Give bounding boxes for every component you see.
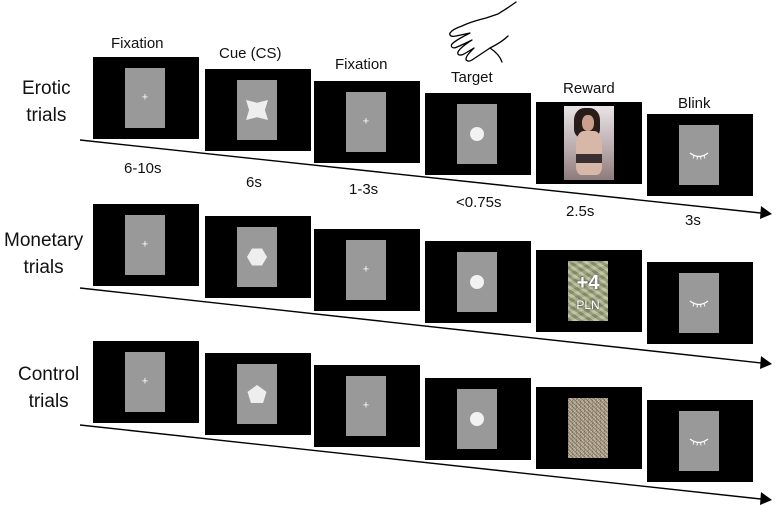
closed-eye-icon — [689, 152, 709, 160]
scrambled-reward-image — [568, 398, 608, 458]
control-blink-panel — [647, 400, 753, 482]
control-fixation-panel: + — [93, 341, 199, 423]
target-circle — [470, 275, 484, 289]
cue-pentagon-shape — [247, 385, 267, 403]
target-circle — [470, 412, 484, 426]
erotic-reward-image — [564, 106, 614, 180]
duration-reward: 2.5s — [566, 203, 595, 220]
money-reward-image: +4 PLN — [568, 261, 608, 321]
cue-concave-square-shape — [246, 100, 268, 120]
fixation-cross: + — [362, 263, 370, 276]
label-fixation-1: Fixation — [111, 35, 164, 52]
control-cue-panel — [205, 353, 311, 435]
erotic-fixation-2-panel: + — [314, 81, 420, 163]
closed-eye-icon — [689, 438, 709, 446]
monetary-fixation-panel: + — [93, 204, 199, 286]
reward-currency: PLN — [576, 298, 600, 312]
erotic-reward-panel — [536, 102, 642, 184]
erotic-cue-panel — [205, 69, 311, 151]
hand-press-icon — [449, 1, 517, 63]
reward-amount: +4 — [576, 272, 600, 294]
erotic-blink-panel — [647, 114, 753, 196]
timeline-arrow-monetary — [79, 287, 771, 365]
label-cue: Cue (CS) — [219, 45, 282, 62]
fixation-cross: + — [362, 115, 370, 128]
duration-cue: 6s — [246, 174, 262, 191]
fixation-cross: + — [141, 375, 149, 388]
duration-blink: 3s — [685, 212, 701, 229]
control-target-panel — [425, 378, 531, 460]
control-fixation-2-panel: + — [314, 365, 420, 447]
monetary-fixation-2-panel: + — [314, 229, 420, 311]
duration-fixation: 6-10s — [124, 160, 162, 177]
duration-fixation-2: 1-3s — [349, 181, 379, 198]
label-target: Target — [451, 69, 493, 86]
erotic-target-panel — [425, 93, 531, 175]
monetary-reward-panel: +4 PLN — [536, 250, 642, 332]
timeline-arrow-erotic — [79, 139, 771, 215]
fixation-cross: + — [141, 91, 149, 104]
target-circle — [470, 127, 484, 141]
closed-eye-icon — [689, 300, 709, 308]
monetary-target-panel — [425, 241, 531, 323]
monetary-cue-panel — [205, 216, 311, 298]
cue-hexagon-shape — [247, 248, 267, 266]
erotic-fixation-panel: + — [93, 57, 199, 139]
timeline-arrow-control — [79, 424, 771, 501]
fixation-cross: + — [362, 399, 370, 412]
label-reward: Reward — [563, 80, 615, 97]
label-fixation-2: Fixation — [335, 56, 388, 73]
label-blink: Blink — [678, 95, 711, 112]
fixation-cross: + — [141, 238, 149, 251]
monetary-blink-panel — [647, 262, 753, 344]
control-reward-panel — [536, 387, 642, 469]
duration-target: <0.75s — [456, 194, 502, 211]
